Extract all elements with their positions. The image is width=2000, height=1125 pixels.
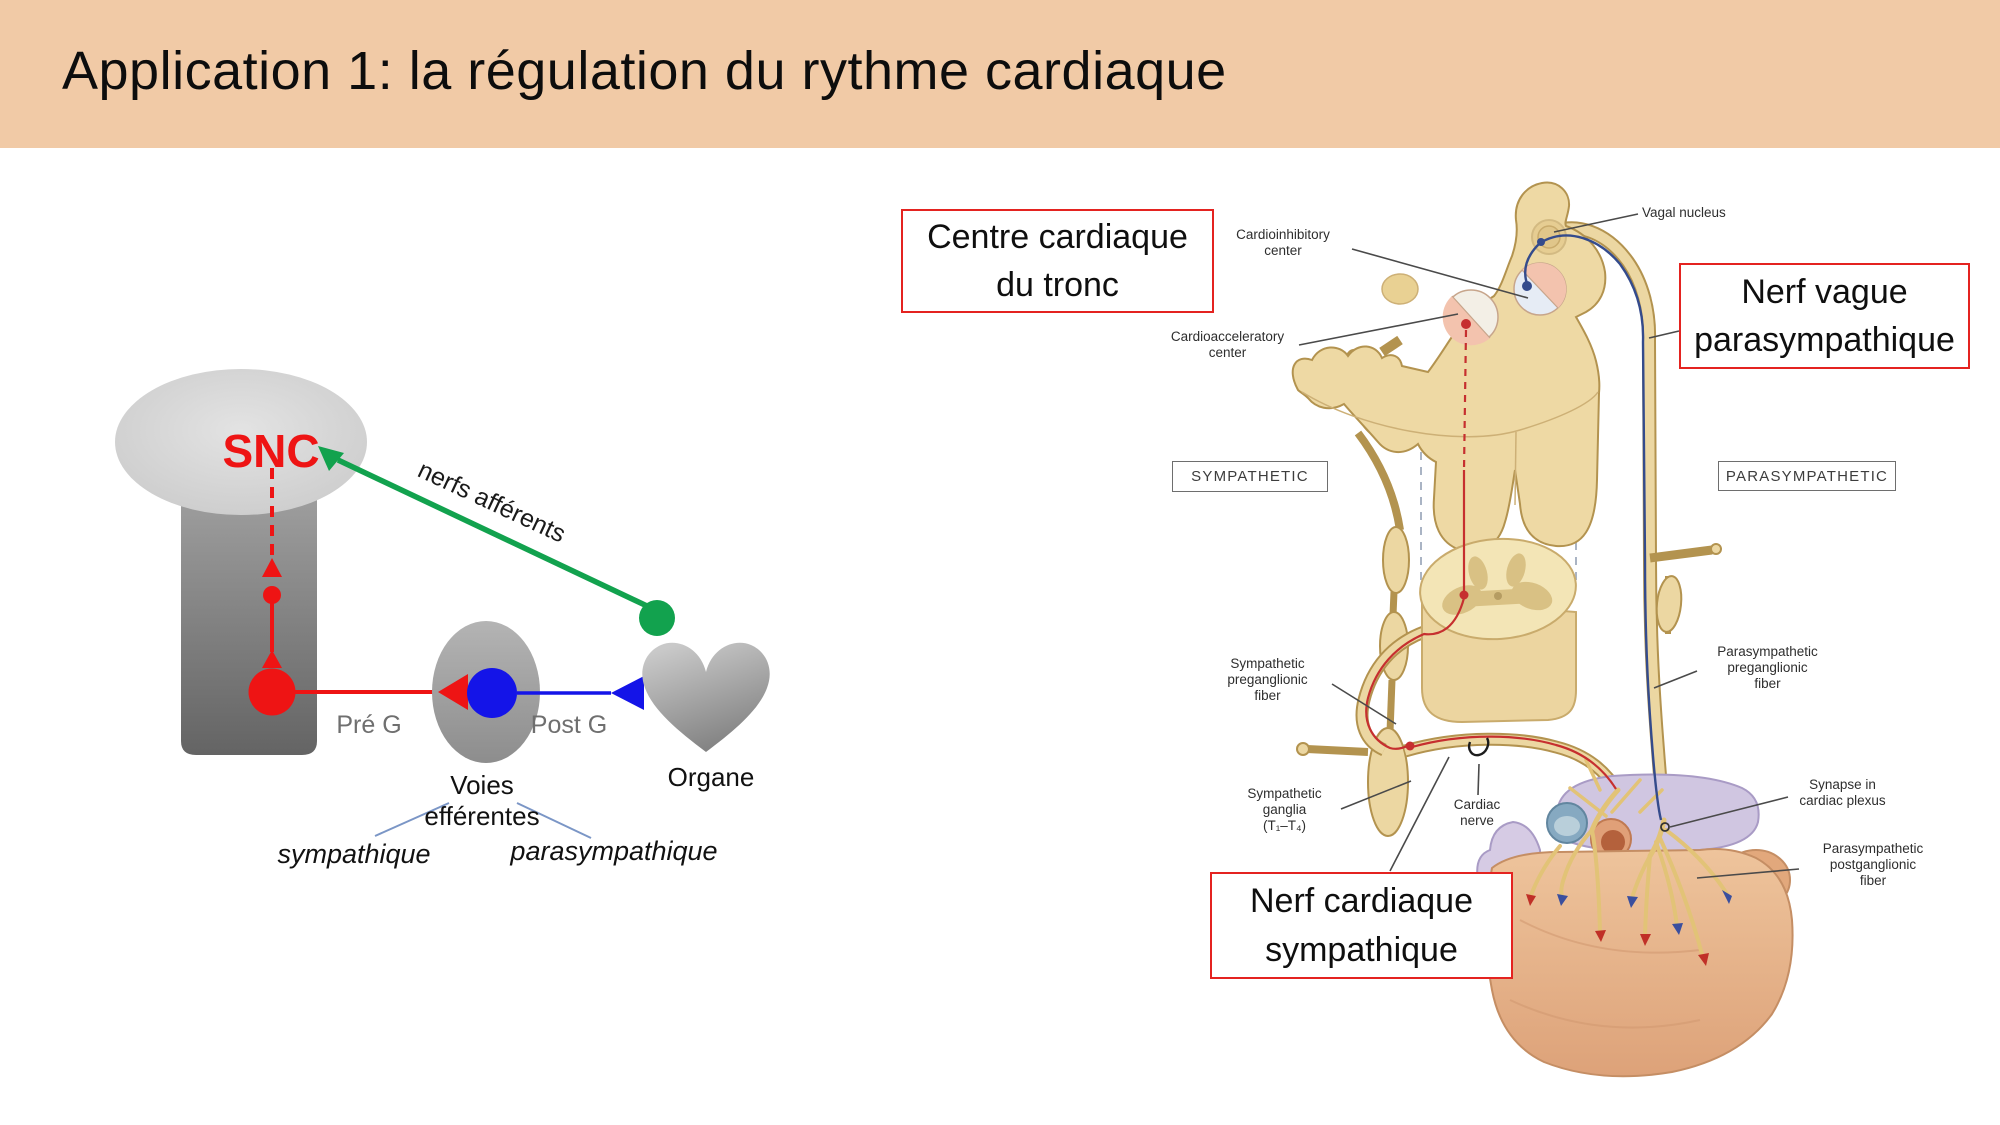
preganglionic-neuron-soma [248, 668, 296, 716]
blue-synapse-arrowhead [611, 676, 644, 710]
red-relay-dot [263, 586, 281, 604]
right-chain [1649, 543, 1722, 634]
red-arrowhead-up-1 [262, 558, 282, 577]
heart [1470, 773, 1794, 1078]
parasympathetic-preganglionic-label: Parasympathetic preganglionic fiber [1717, 644, 1818, 691]
cardioacceleratory-label: Cardioacceleratory center [1170, 329, 1285, 360]
post-ganglionic-label: Post G [530, 711, 608, 739]
ventral-root [1357, 627, 1426, 755]
leader-lines [1298, 213, 1800, 879]
central-canal [1494, 592, 1502, 600]
cardioinhibitory-label: Cardioinhibitory center [1236, 227, 1330, 258]
parasympathetic-fiber [1522, 234, 1663, 821]
connector-parasympathique [516, 802, 592, 839]
sympathetic-division-label: SYMPATHETIC [1172, 461, 1328, 492]
efferent-pathways-label: Voies efférentes [424, 770, 540, 831]
cardiac-nerve-hook [1467, 737, 1490, 757]
vagus-nerve-band [1541, 223, 1669, 821]
sympathetic-fiber [1365, 319, 1617, 790]
parasympathetic-division-label: PARASYMPATHETIC [1718, 461, 1896, 491]
pre-ganglionic-label: Pré G [336, 711, 402, 739]
nerve-ending-arrows [1526, 890, 1732, 966]
slide-title: Application 1: la régulation du rythme c… [62, 41, 1227, 101]
olive-oval [1381, 273, 1419, 305]
callout-cardiac-nerve: Nerf cardiaque sympathique [1210, 872, 1513, 979]
connector-sympathique [374, 802, 450, 837]
sympathetic-pathway [248, 468, 438, 716]
sympathetic-ganglia-label: Sympathetic ganglia (T₁–T₄) [1247, 786, 1322, 833]
sensory-neuron-dot [639, 600, 675, 636]
title-banner: Application 1: la régulation du rythme c… [0, 0, 2000, 148]
anatomy-figure [1291, 181, 1800, 1078]
parasympathetic-postganglionic-label: Parasympathetic postganglionic fiber [1822, 841, 1924, 888]
autonomic-schematic [115, 369, 770, 839]
red-synapse-arrowhead [438, 674, 468, 710]
organ-label: Organe [667, 762, 755, 792]
afferent-pathway [318, 446, 675, 636]
cardioinhibitory-center [1513, 262, 1567, 316]
snc-ellipse [115, 369, 367, 515]
synapse-cardiac-plexus-label: Synapse in cardiac plexus [1799, 777, 1886, 808]
organ-heart-shape [642, 642, 770, 752]
red-arrowhead-up-2 [262, 650, 282, 668]
callout-brainstem-cardiac-center: Centre cardiaque du tronc [901, 209, 1214, 313]
callout-vagus-nerve: Nerf vague parasympathique [1679, 263, 1970, 369]
synapse-marker [1660, 822, 1670, 832]
spinal-cord-segment [1419, 537, 1577, 724]
cardiac-plexus [1528, 758, 1729, 960]
parasympathetic-label: parasympathique [510, 836, 718, 866]
sympathetic-preganglionic-label: Sympathetic preganglionic fiber [1227, 656, 1308, 703]
vagal-nucleus-label: Vagal nucleus [1642, 205, 1726, 220]
cardioacceleratory-center [1442, 289, 1499, 346]
sympathetic-label: sympathique [277, 839, 431, 869]
green-arrowhead [318, 446, 344, 471]
snc-label: SNC [222, 425, 320, 477]
postganglionic-neuron-soma [467, 668, 517, 718]
cardiac-nerve-label: Cardiac nerve [1453, 797, 1501, 828]
